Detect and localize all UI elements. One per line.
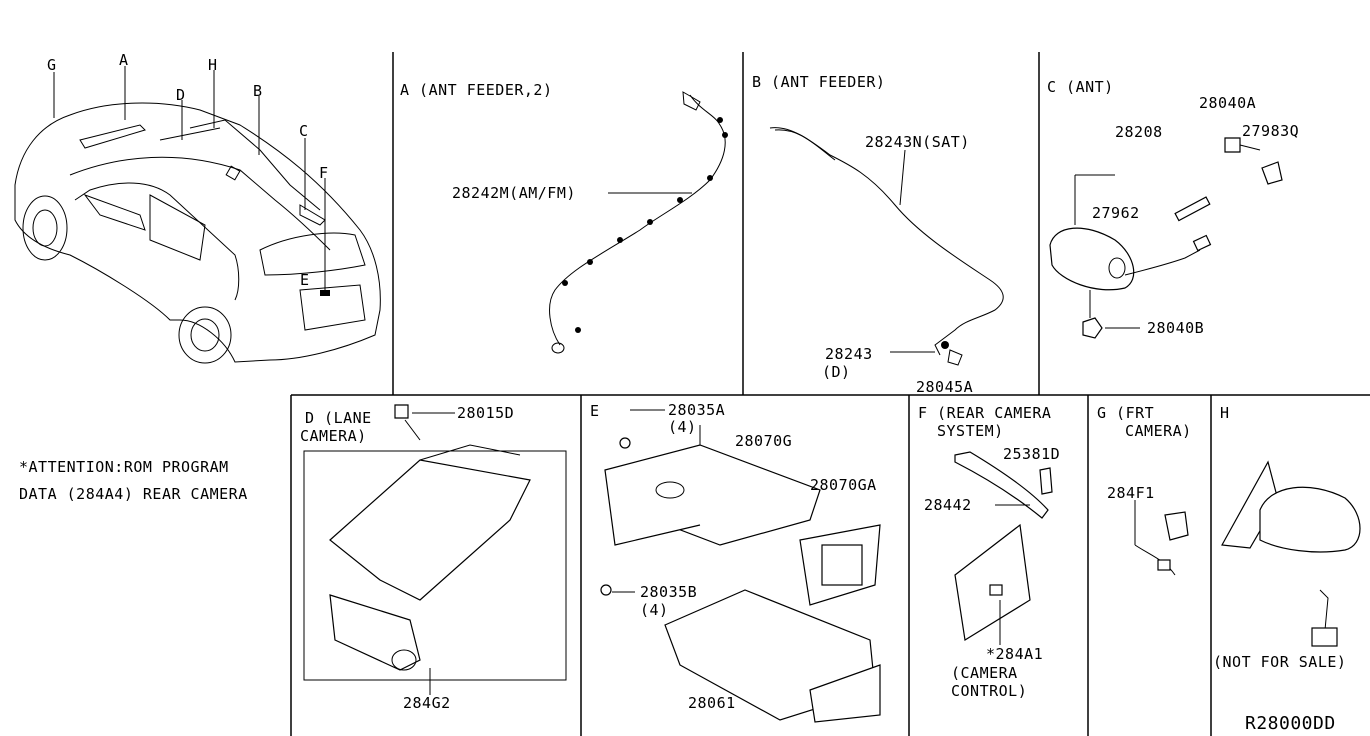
section-f-title-line1: F (REAR CAMERA xyxy=(918,404,1052,422)
part-label-28243-d: (D) xyxy=(822,363,851,381)
section-c-title: C (ANT) xyxy=(1047,78,1114,96)
part-label-28242m: 28242M(AM/FM) xyxy=(452,184,576,202)
part-label-28070ga: 28070GA xyxy=(810,476,877,494)
part-label-28243: 28243 xyxy=(825,345,873,363)
diagram-code: R28000DD xyxy=(1245,713,1336,734)
attention-note-line2: DATA (284A4) REAR CAMERA xyxy=(19,485,248,503)
part-label-camera-control-line2: CONTROL) xyxy=(951,682,1028,700)
antenna-illustration xyxy=(1049,137,1283,339)
part-label-28035b: 28035B xyxy=(640,583,698,601)
module-illustration xyxy=(600,409,881,723)
part-label-28040b: 28040B xyxy=(1147,319,1205,337)
callout-b: B xyxy=(253,82,263,100)
ant-feeder-illustration xyxy=(769,127,1004,366)
part-label-284g2: 284G2 xyxy=(403,694,451,712)
section-g-title-line2: CAMERA) xyxy=(1125,422,1192,440)
part-label-28070g: 28070G xyxy=(735,432,793,450)
callout-d: D xyxy=(176,86,186,104)
part-label-284f1: 284F1 xyxy=(1107,484,1155,502)
not-for-sale-note: (NOT FOR SALE) xyxy=(1213,653,1347,671)
part-label-28040a: 28040A xyxy=(1199,94,1257,112)
section-e-title: E xyxy=(590,402,600,420)
part-label-camera-control-line1: (CAMERA xyxy=(951,664,1018,682)
part-label-27983q: 27983Q xyxy=(1242,122,1300,140)
part-label-28015d: 28015D xyxy=(457,404,515,422)
part-label-25381d: 25381D xyxy=(1003,445,1061,463)
part-label-28061: 28061 xyxy=(688,694,736,712)
section-f-title-line2: SYSTEM) xyxy=(937,422,1004,440)
section-d-title-line2: CAMERA) xyxy=(300,427,367,445)
section-b-title: B (ANT FEEDER) xyxy=(752,73,886,91)
section-d-title-line1: D (LANE xyxy=(305,409,372,427)
front-camera-illustration xyxy=(1134,500,1189,576)
callout-f: F xyxy=(319,164,329,182)
part-label-284a1: *284A1 xyxy=(986,645,1044,663)
callout-h: H xyxy=(208,56,218,74)
part-label-28035a-qty: (4) xyxy=(668,418,697,436)
section-g-title-line1: G (FRT xyxy=(1097,404,1155,422)
part-label-28208: 28208 xyxy=(1115,123,1163,141)
section-dividers xyxy=(290,52,1370,736)
section-h-title: H xyxy=(1220,404,1230,422)
rear-camera-illustration xyxy=(954,451,1053,645)
part-label-28243n: 28243N(SAT) xyxy=(865,133,970,151)
callout-g: G xyxy=(47,56,57,74)
mirror-illustration xyxy=(1221,460,1361,647)
part-label-27962: 27962 xyxy=(1092,204,1140,222)
section-a-title: A (ANT FEEDER,2) xyxy=(400,81,553,99)
part-label-28442: 28442 xyxy=(924,496,972,514)
vehicle-illustration xyxy=(14,66,381,364)
lane-camera-illustration xyxy=(303,404,567,695)
part-label-28035b-qty: (4) xyxy=(640,601,669,619)
ant-feeder-2-illustration xyxy=(549,91,728,354)
part-label-28035a: 28035A xyxy=(668,401,726,419)
callout-e: E xyxy=(300,271,310,289)
callout-c: C xyxy=(299,122,309,140)
callout-a: A xyxy=(119,51,129,69)
attention-note-line1: *ATTENTION:ROM PROGRAM xyxy=(19,458,229,476)
part-label-28045a: 28045A xyxy=(916,378,974,396)
